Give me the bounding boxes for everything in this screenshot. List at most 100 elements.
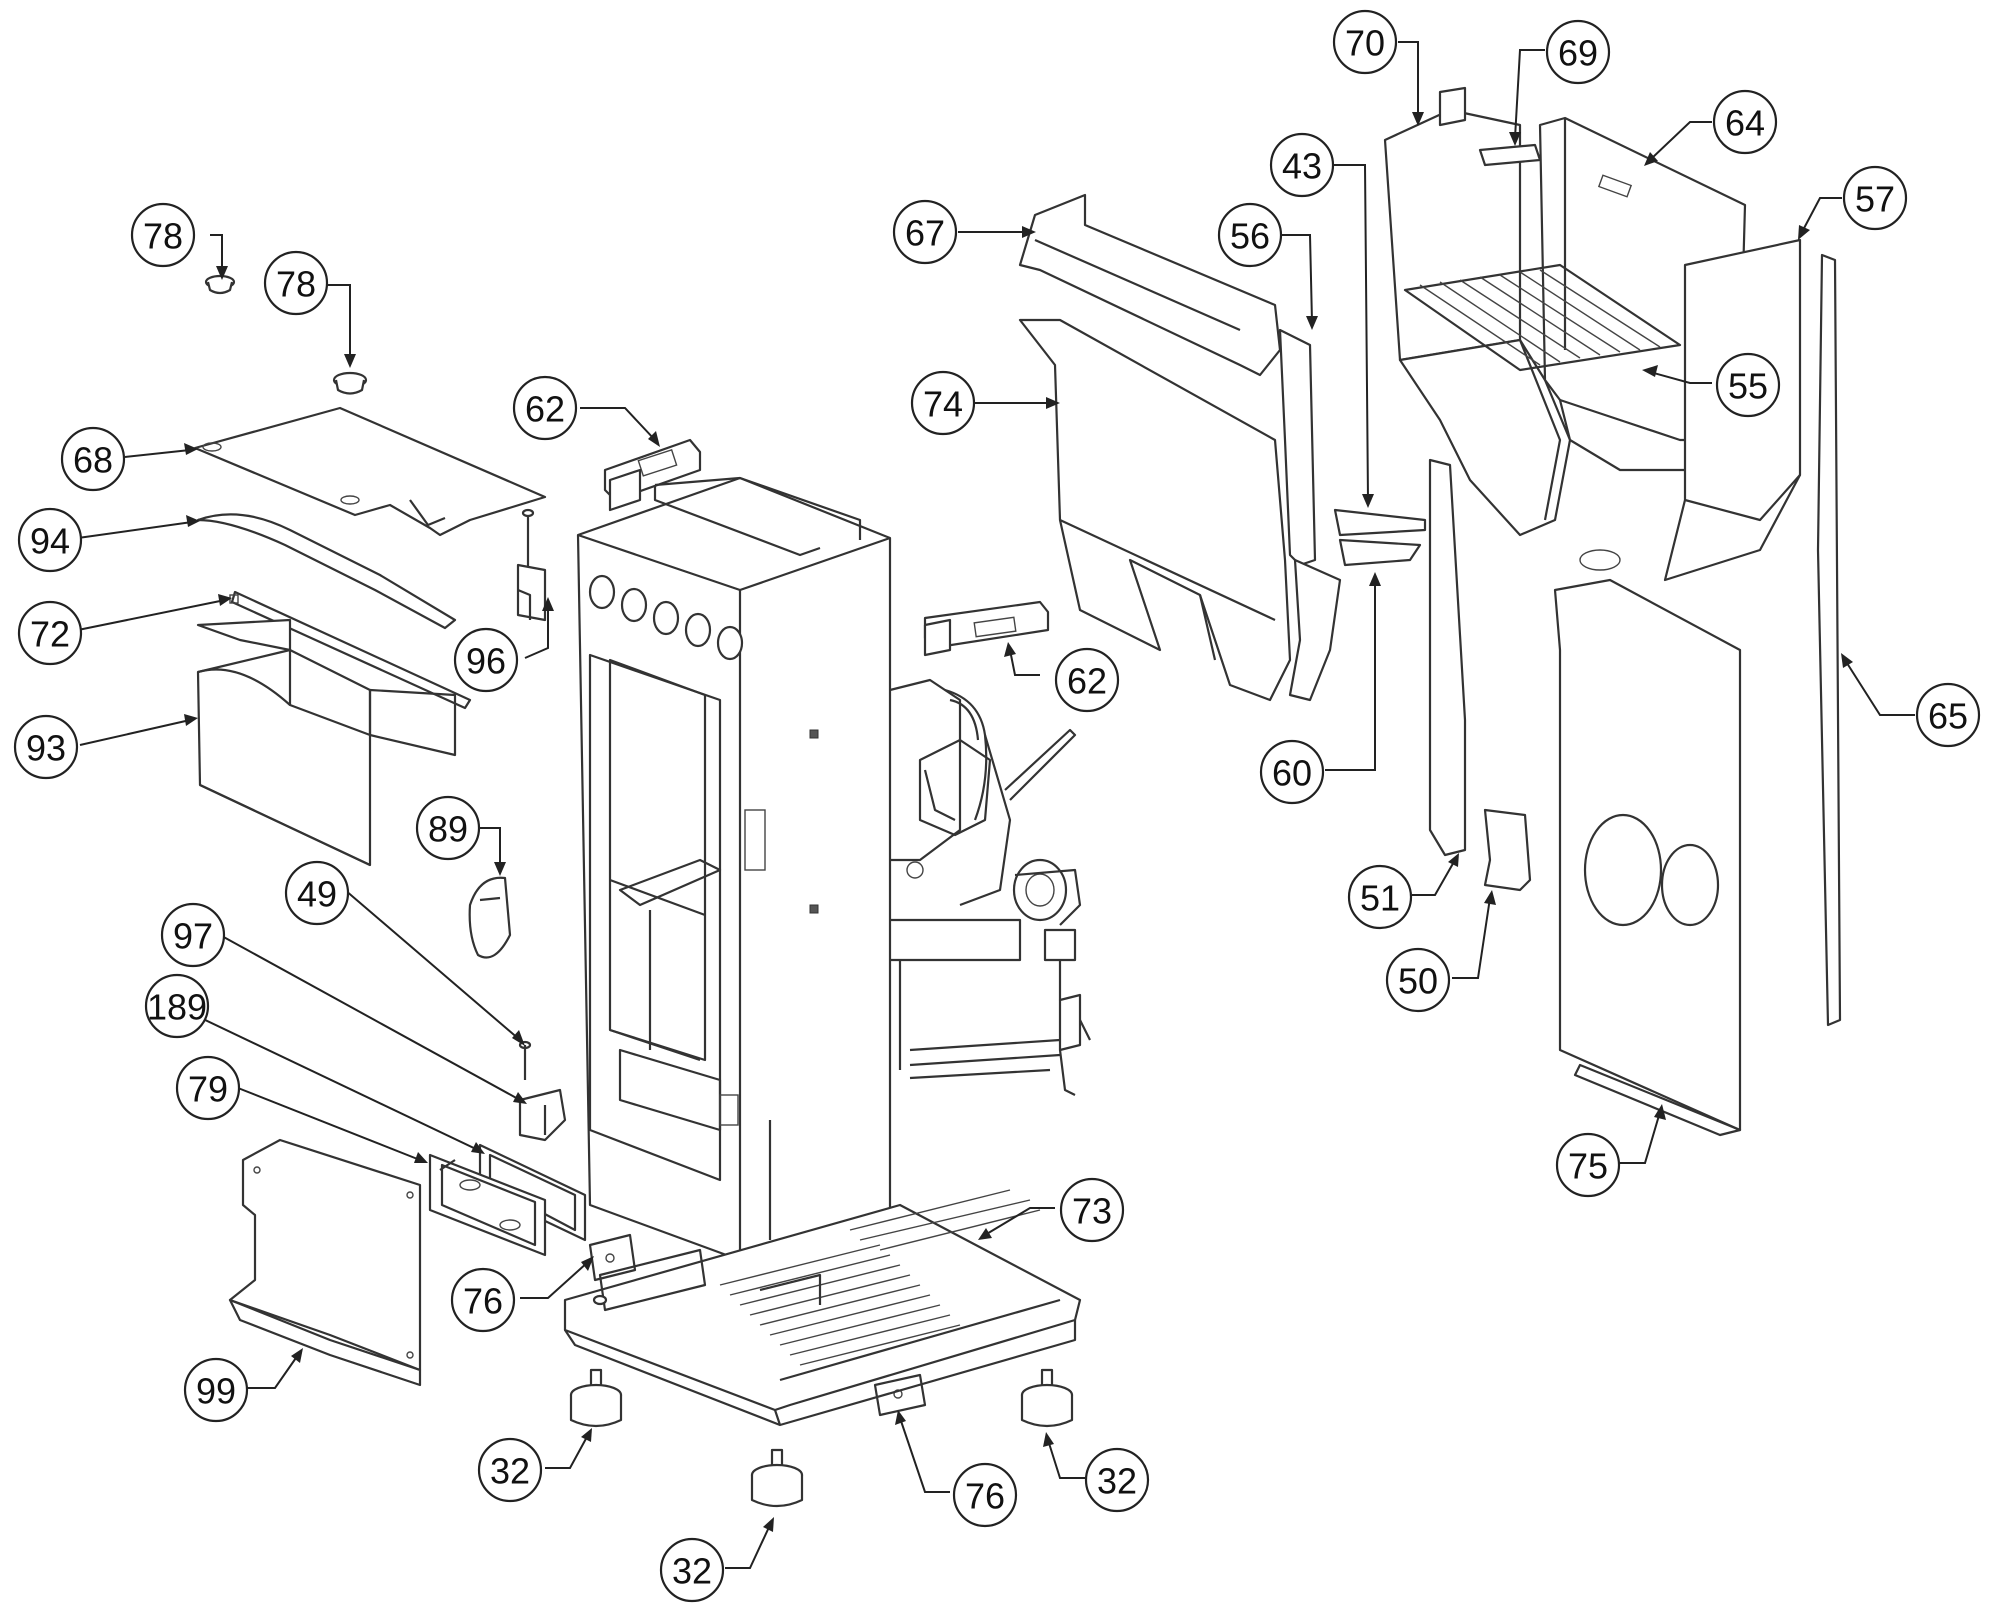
callout-circle — [512, 375, 578, 441]
callout-circle — [1217, 202, 1283, 268]
callout-32: 32 — [1084, 1447, 1150, 1513]
part-93-tray — [196, 618, 457, 867]
callout-76: 76 — [952, 1462, 1018, 1528]
callout-32: 32 — [659, 1537, 725, 1603]
callout-99: 99 — [183, 1357, 249, 1423]
callout-circle — [1269, 132, 1335, 198]
callout-72: 72 — [17, 600, 83, 666]
part-78-cap-b — [332, 371, 368, 395]
callout-label: 57 — [1855, 179, 1895, 220]
callout-label: 68 — [73, 440, 113, 481]
callout-circle — [1054, 647, 1120, 713]
part-74-shield — [1018, 318, 1292, 702]
callout-75: 75 — [1555, 1132, 1621, 1198]
callout-60: 60 — [1259, 739, 1325, 805]
callout-label: 75 — [1568, 1146, 1608, 1187]
part-56-flange — [1278, 328, 1317, 567]
part-79-plate — [428, 1153, 547, 1257]
callout-label: 93 — [26, 728, 66, 769]
callout-circle — [1259, 739, 1325, 805]
callout-circle — [1332, 9, 1398, 75]
callout-circle — [1715, 352, 1781, 418]
callout-65: 65 — [1915, 682, 1981, 748]
callout-49: 49 — [284, 860, 350, 926]
callout-51: 51 — [1347, 864, 1413, 930]
part-75-back-plate — [1553, 578, 1742, 1137]
callout-label: 56 — [1230, 216, 1270, 257]
callout-label: 189 — [147, 987, 207, 1028]
callout-64: 64 — [1712, 89, 1778, 155]
callout-circle — [17, 507, 83, 573]
part-73-base — [563, 1189, 1082, 1427]
callout-circle — [263, 250, 329, 316]
callout-circle — [1385, 947, 1451, 1013]
callout-73: 73 — [1059, 1177, 1125, 1243]
part-78-cap-a — [204, 274, 236, 295]
main-cabinet-frame — [576, 476, 892, 1262]
callout-circle — [1347, 864, 1413, 930]
callout-56: 56 — [1217, 202, 1283, 268]
part-89-cover — [468, 876, 512, 959]
callout-circle — [183, 1357, 249, 1423]
part-96-bracket — [516, 508, 547, 622]
callout-label: 32 — [672, 1551, 712, 1592]
callout-circle — [1915, 682, 1981, 748]
part-32-foot-c — [1020, 1368, 1074, 1428]
callout-label: 73 — [1072, 1191, 1112, 1232]
callout-label: 76 — [463, 1281, 503, 1322]
callout-label: 78 — [276, 264, 316, 305]
part-94-strip — [196, 513, 457, 630]
part-55-grate — [1403, 263, 1682, 372]
part-50-bracket — [1483, 808, 1532, 892]
callout-circle — [1555, 1132, 1621, 1198]
callout-circle — [13, 714, 79, 780]
callout-label: 76 — [965, 1476, 1005, 1517]
callout-circle — [952, 1462, 1018, 1528]
part-76-bracket-a — [588, 1233, 637, 1282]
callout-67: 67 — [892, 199, 958, 265]
callout-label: 64 — [1725, 103, 1765, 144]
callout-50: 50 — [1385, 947, 1451, 1013]
part-97-clip — [518, 1088, 567, 1142]
callout-label: 62 — [1067, 661, 1107, 702]
callout-62: 62 — [1054, 647, 1120, 713]
part-51-strip — [1428, 458, 1467, 857]
callout-label: 51 — [1360, 878, 1400, 919]
callout-label: 70 — [1345, 23, 1385, 64]
part-43-rail — [1333, 508, 1427, 537]
callout-57: 57 — [1842, 165, 1908, 231]
callout-circle — [1842, 165, 1908, 231]
callout-55: 55 — [1715, 352, 1781, 418]
callout-circle — [17, 600, 83, 666]
part-67-bracket — [1018, 193, 1282, 377]
part-62-bracket-right — [923, 600, 1050, 657]
callout-circle — [659, 1537, 725, 1603]
callout-label: 97 — [173, 916, 213, 957]
callout-circle — [60, 426, 126, 492]
callout-label: 78 — [143, 216, 183, 257]
callout-74: 74 — [910, 370, 976, 436]
callout-label: 96 — [466, 641, 506, 682]
callout-circle — [1545, 19, 1611, 85]
callout-69: 69 — [1545, 19, 1611, 85]
callout-circle — [453, 627, 519, 693]
callout-70: 70 — [1332, 9, 1398, 75]
callout-label: 32 — [490, 1451, 530, 1492]
callout-label: 94 — [30, 521, 70, 562]
callout-circle — [175, 1055, 241, 1121]
leader-lines — [77, 41, 1915, 1569]
callout-93: 93 — [13, 714, 79, 780]
part-68-top-cover — [193, 406, 547, 537]
part-49-bolt — [518, 1040, 532, 1080]
callout-79: 79 — [175, 1055, 241, 1121]
part-32-foot-a — [569, 1368, 623, 1428]
callout-circle — [910, 370, 976, 436]
callout-label: 67 — [905, 213, 945, 254]
callout-label: 65 — [1928, 696, 1968, 737]
callout-78: 78 — [263, 250, 329, 316]
part-72-strip — [230, 590, 472, 710]
callout-circle — [477, 1437, 543, 1503]
burner-assembly — [889, 678, 1091, 1096]
